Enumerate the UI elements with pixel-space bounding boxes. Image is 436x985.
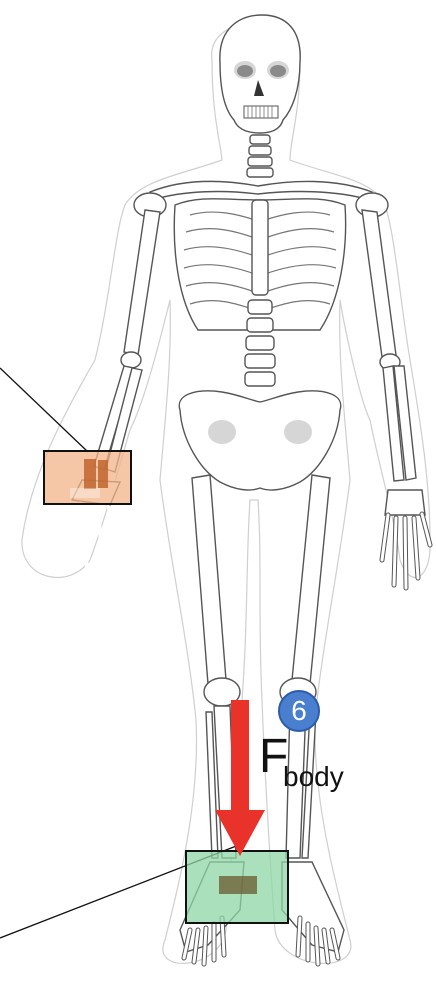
wrist-highlight-box — [44, 451, 131, 504]
right-femur — [192, 475, 226, 684]
left-arm-bones — [362, 210, 430, 588]
skull — [220, 15, 300, 133]
lumbar-spine — [245, 300, 275, 386]
step-number-badge: 6 — [278, 690, 320, 732]
left-femur — [292, 475, 330, 684]
force-label-subscript: body — [283, 763, 344, 791]
wrist-leader-line — [0, 368, 88, 452]
cervical-spine — [247, 135, 273, 177]
ankle-highlight-box — [186, 851, 288, 923]
clavicles — [150, 181, 372, 200]
